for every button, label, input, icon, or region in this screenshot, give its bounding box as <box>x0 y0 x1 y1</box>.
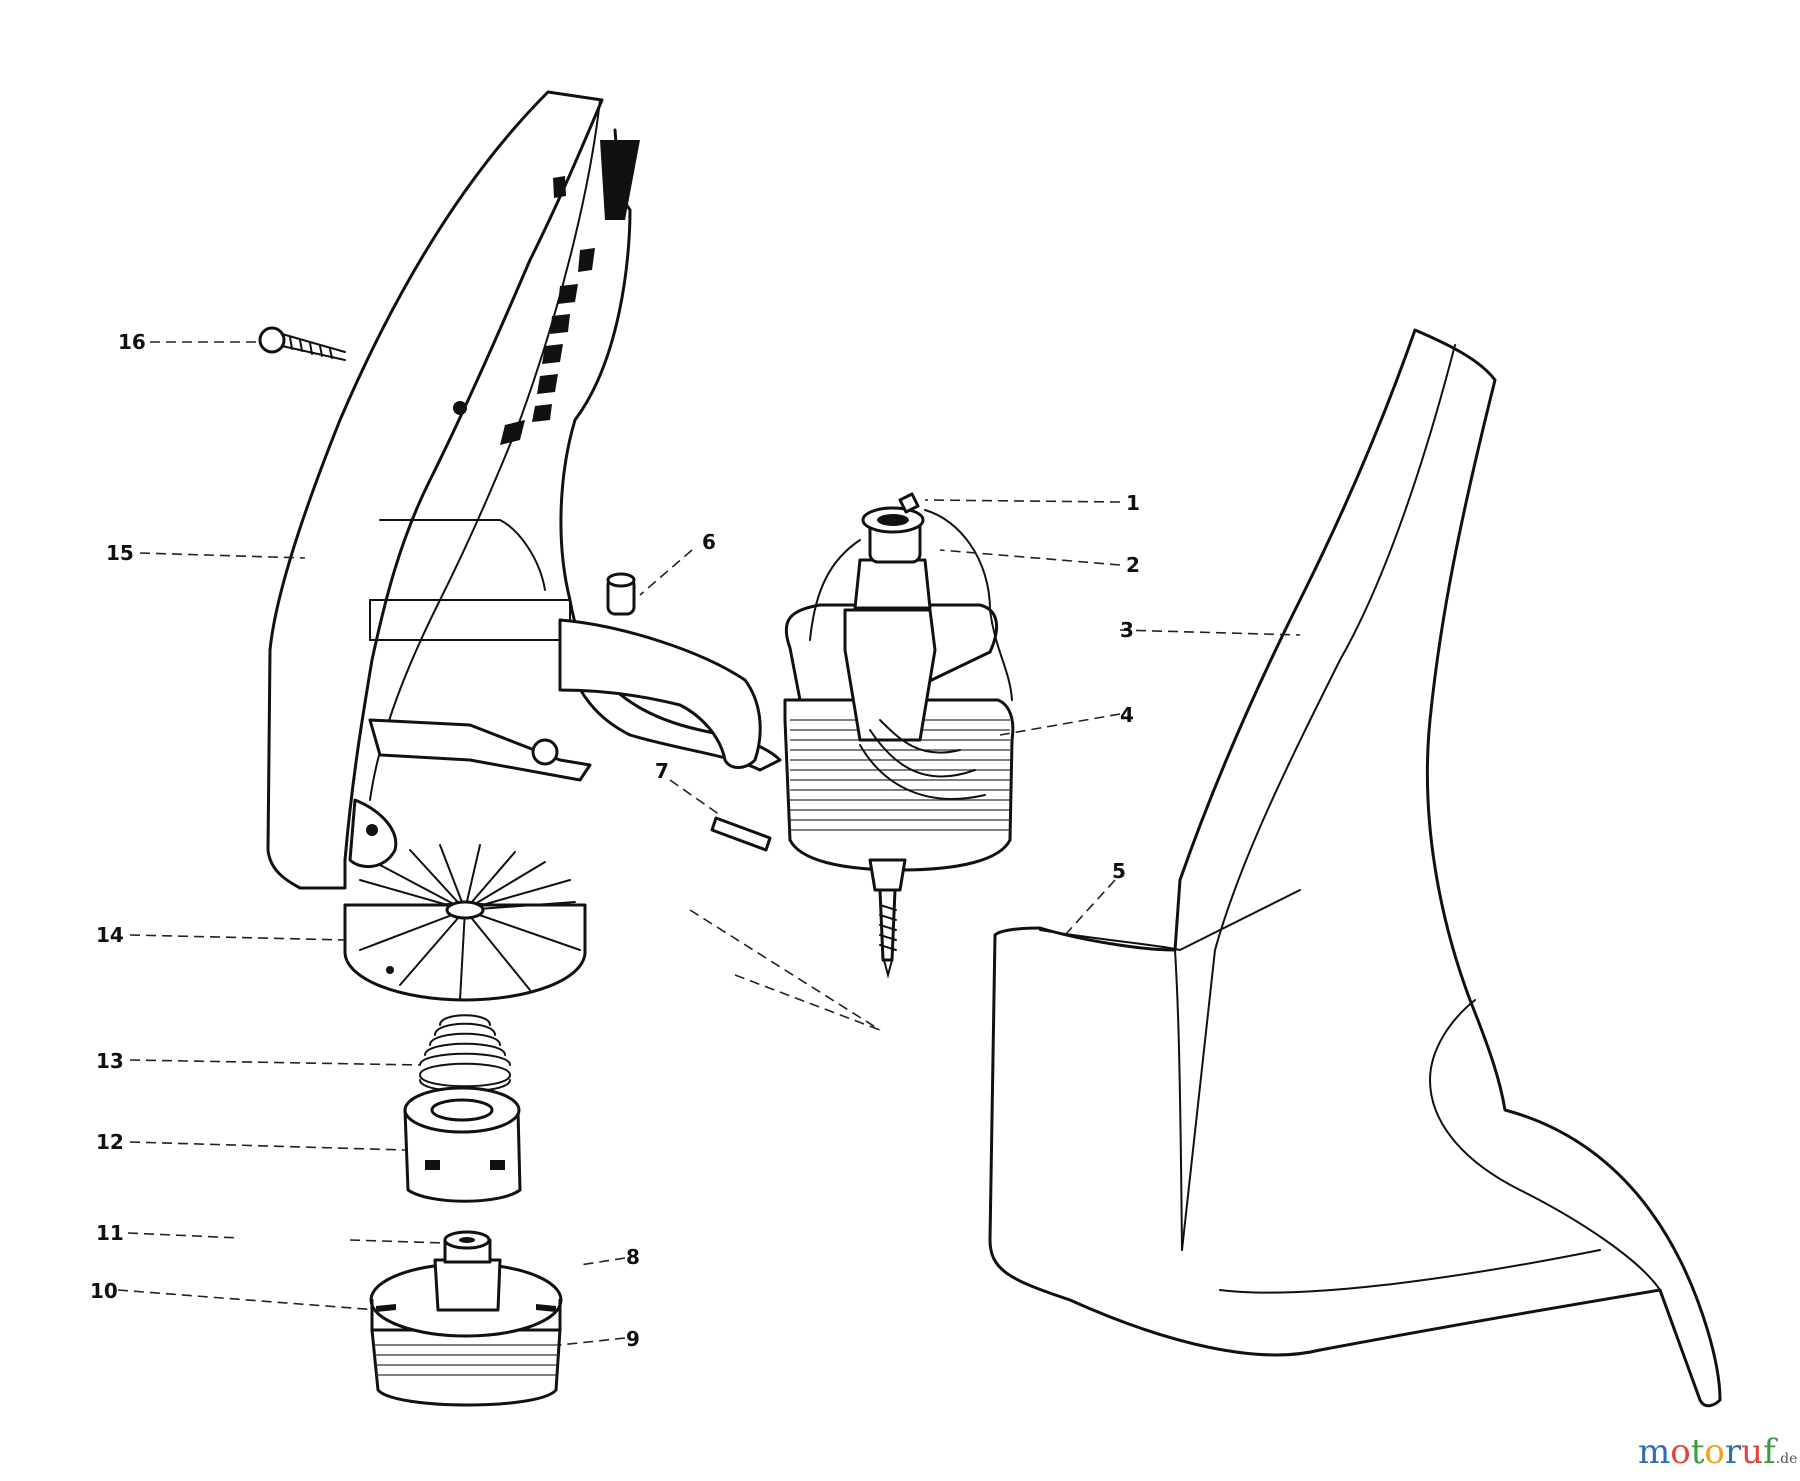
watermark-letter: o <box>1670 1432 1691 1472</box>
spring-part-13 <box>419 1014 512 1093</box>
part-label-15: 15 <box>106 541 134 565</box>
part-label-3: 3 <box>1120 618 1134 642</box>
spool-assembly-parts-8-11 <box>369 1230 563 1407</box>
watermark-letter: o <box>1704 1432 1725 1472</box>
pin-part-7 <box>710 816 772 852</box>
part-label-4: 4 <box>1120 703 1134 727</box>
screw-part-16 <box>258 326 346 361</box>
watermark-letter: r <box>1724 1432 1742 1472</box>
motoruf-watermark: motoruf.de <box>1638 1432 1797 1472</box>
part-label-9: 9 <box>626 1327 640 1351</box>
part-label-13: 13 <box>96 1049 124 1073</box>
part-label-10: 10 <box>90 1279 118 1303</box>
part-label-11: 11 <box>96 1221 124 1245</box>
part-label-16: 16 <box>118 330 146 354</box>
watermark-letter: u <box>1741 1432 1764 1472</box>
upper-housing-shell <box>266 90 782 890</box>
part-label-6: 6 <box>702 530 716 554</box>
part-label-14: 14 <box>96 923 124 947</box>
part-label-5: 5 <box>1112 859 1126 883</box>
watermark-letter: m <box>1638 1432 1671 1472</box>
part-label-12: 12 <box>96 1130 124 1154</box>
motor-assembly-part-4 <box>783 492 1015 979</box>
part-label-8: 8 <box>626 1245 640 1269</box>
part-label-7: 7 <box>655 759 669 783</box>
part-label-1: 1 <box>1126 491 1140 515</box>
fan-impeller-part-14 <box>343 844 587 1002</box>
part-label-2: 2 <box>1126 553 1140 577</box>
leader-lines <box>117 341 1301 1346</box>
lower-housing-part-3-5 <box>988 328 1722 1408</box>
watermark-tld: .de <box>1775 1451 1798 1467</box>
spool-hub-part-12 <box>403 1086 522 1203</box>
part-labels: 1 2 3 4 5 6 7 8 9 10 11 12 13 14 15 16 <box>90 330 1140 1351</box>
cap-part-6 <box>606 572 636 616</box>
watermark-letter: f <box>1763 1432 1776 1472</box>
watermark-letter: t <box>1690 1432 1705 1472</box>
